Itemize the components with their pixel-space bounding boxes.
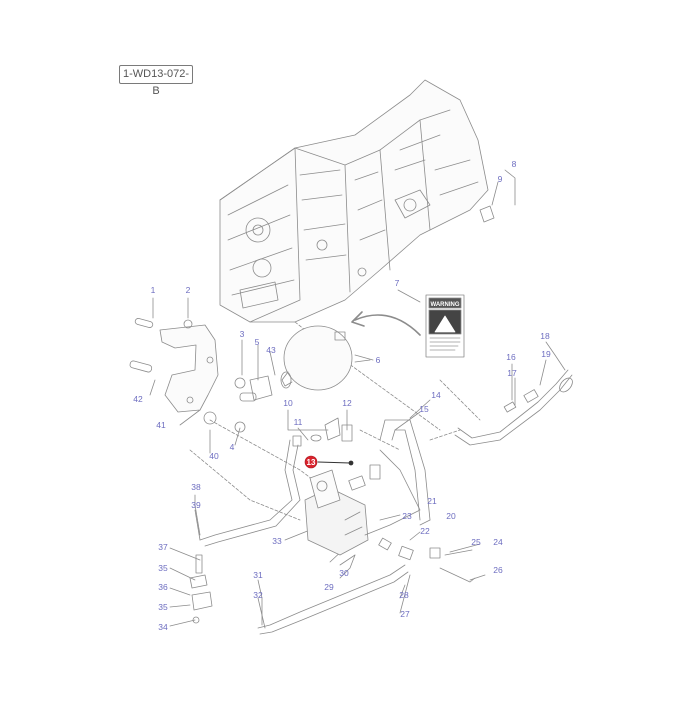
mounting-bracket bbox=[159, 324, 219, 413]
callout-10[interactable]: 10 bbox=[283, 398, 293, 408]
callout-7[interactable]: 7 bbox=[395, 278, 400, 288]
plug-fitting bbox=[479, 205, 495, 223]
callout-5[interactable]: 5 bbox=[255, 337, 260, 347]
callout-35-lower[interactable]: 35 bbox=[158, 602, 168, 612]
callout-43[interactable]: 43 bbox=[266, 345, 276, 355]
callout-19[interactable]: 19 bbox=[541, 349, 551, 359]
pin bbox=[134, 318, 154, 328]
callout-31[interactable]: 31 bbox=[253, 570, 263, 580]
elbow-fitting bbox=[324, 417, 341, 441]
callout-29[interactable]: 29 bbox=[324, 582, 334, 592]
nut bbox=[234, 421, 246, 433]
callout-1[interactable]: 1 bbox=[151, 285, 156, 295]
washer bbox=[203, 411, 217, 425]
bolt bbox=[195, 554, 203, 574]
callout-12[interactable]: 12 bbox=[342, 398, 352, 408]
clamp bbox=[191, 591, 213, 611]
callout-17[interactable]: 17 bbox=[507, 368, 517, 378]
callout-37[interactable]: 37 bbox=[158, 542, 168, 552]
callout-3[interactable]: 3 bbox=[240, 329, 245, 339]
highlighted-part-marker[interactable] bbox=[304, 455, 318, 469]
callout-labels: 1 2 3 4 5 6 7 8 9 10 11 12 14 15 16 17 1… bbox=[133, 159, 551, 632]
hydraulic-pipe bbox=[379, 419, 431, 521]
hydraulic-pipe bbox=[454, 369, 573, 446]
nut bbox=[234, 377, 246, 389]
accumulator-sphere bbox=[280, 325, 353, 391]
callout-35-upper[interactable]: 35 bbox=[158, 563, 168, 573]
callout-16[interactable]: 16 bbox=[506, 352, 516, 362]
callout-14[interactable]: 14 bbox=[431, 390, 441, 400]
callout-11[interactable]: 11 bbox=[294, 417, 303, 427]
highlighted-part-number: 13 bbox=[307, 458, 316, 467]
warning-decal bbox=[425, 294, 465, 358]
adapter-fitting bbox=[239, 392, 257, 402]
callout-41[interactable]: 41 bbox=[156, 420, 166, 430]
callout-33[interactable]: 33 bbox=[272, 536, 282, 546]
callout-20[interactable]: 20 bbox=[446, 511, 456, 521]
callout-32[interactable]: 32 bbox=[253, 590, 263, 600]
callout-15[interactable]: 15 bbox=[419, 404, 429, 414]
transmission-housing bbox=[219, 79, 489, 323]
callout-8[interactable]: 8 bbox=[512, 159, 517, 169]
callout-42[interactable]: 42 bbox=[133, 394, 143, 404]
leader-lines bbox=[149, 169, 566, 629]
callout-6[interactable]: 6 bbox=[376, 355, 381, 365]
callout-28[interactable]: 28 bbox=[399, 590, 409, 600]
warning-decal-title: WARNING bbox=[431, 302, 460, 308]
callout-9[interactable]: 9 bbox=[498, 174, 503, 184]
location-arrow bbox=[354, 314, 421, 336]
clamp bbox=[189, 574, 208, 589]
pin bbox=[129, 360, 153, 373]
nut bbox=[192, 616, 200, 624]
callout-25[interactable]: 25 bbox=[471, 537, 481, 547]
callout-39[interactable]: 39 bbox=[191, 500, 201, 510]
callout-26[interactable]: 26 bbox=[493, 565, 503, 575]
diagram-reference-code: 1-WD13-072-B bbox=[119, 65, 193, 97]
callout-4[interactable]: 4 bbox=[230, 442, 235, 452]
o-ring bbox=[310, 434, 322, 442]
callout-38[interactable]: 38 bbox=[191, 482, 201, 492]
hydraulic-pipe bbox=[199, 439, 301, 547]
control-valve-block bbox=[304, 464, 381, 556]
callout-36[interactable]: 36 bbox=[158, 582, 168, 592]
callout-2[interactable]: 2 bbox=[186, 285, 191, 295]
callout-18[interactable]: 18 bbox=[540, 331, 550, 341]
callout-22[interactable]: 22 bbox=[420, 526, 430, 536]
callout-21[interactable]: 21 bbox=[427, 496, 437, 506]
nut bbox=[183, 319, 193, 329]
adapter-fitting bbox=[249, 375, 273, 401]
hydraulic-pipe bbox=[257, 564, 409, 635]
sensor-switch bbox=[341, 424, 353, 442]
callout-23[interactable]: 23 bbox=[402, 511, 412, 521]
hydraulic-pipe bbox=[364, 449, 421, 536]
callout-30[interactable]: 30 bbox=[339, 568, 349, 578]
callout-34[interactable]: 34 bbox=[158, 622, 168, 632]
callout-27[interactable]: 27 bbox=[400, 609, 410, 619]
callout-24[interactable]: 24 bbox=[493, 537, 503, 547]
callout-40[interactable]: 40 bbox=[209, 451, 219, 461]
